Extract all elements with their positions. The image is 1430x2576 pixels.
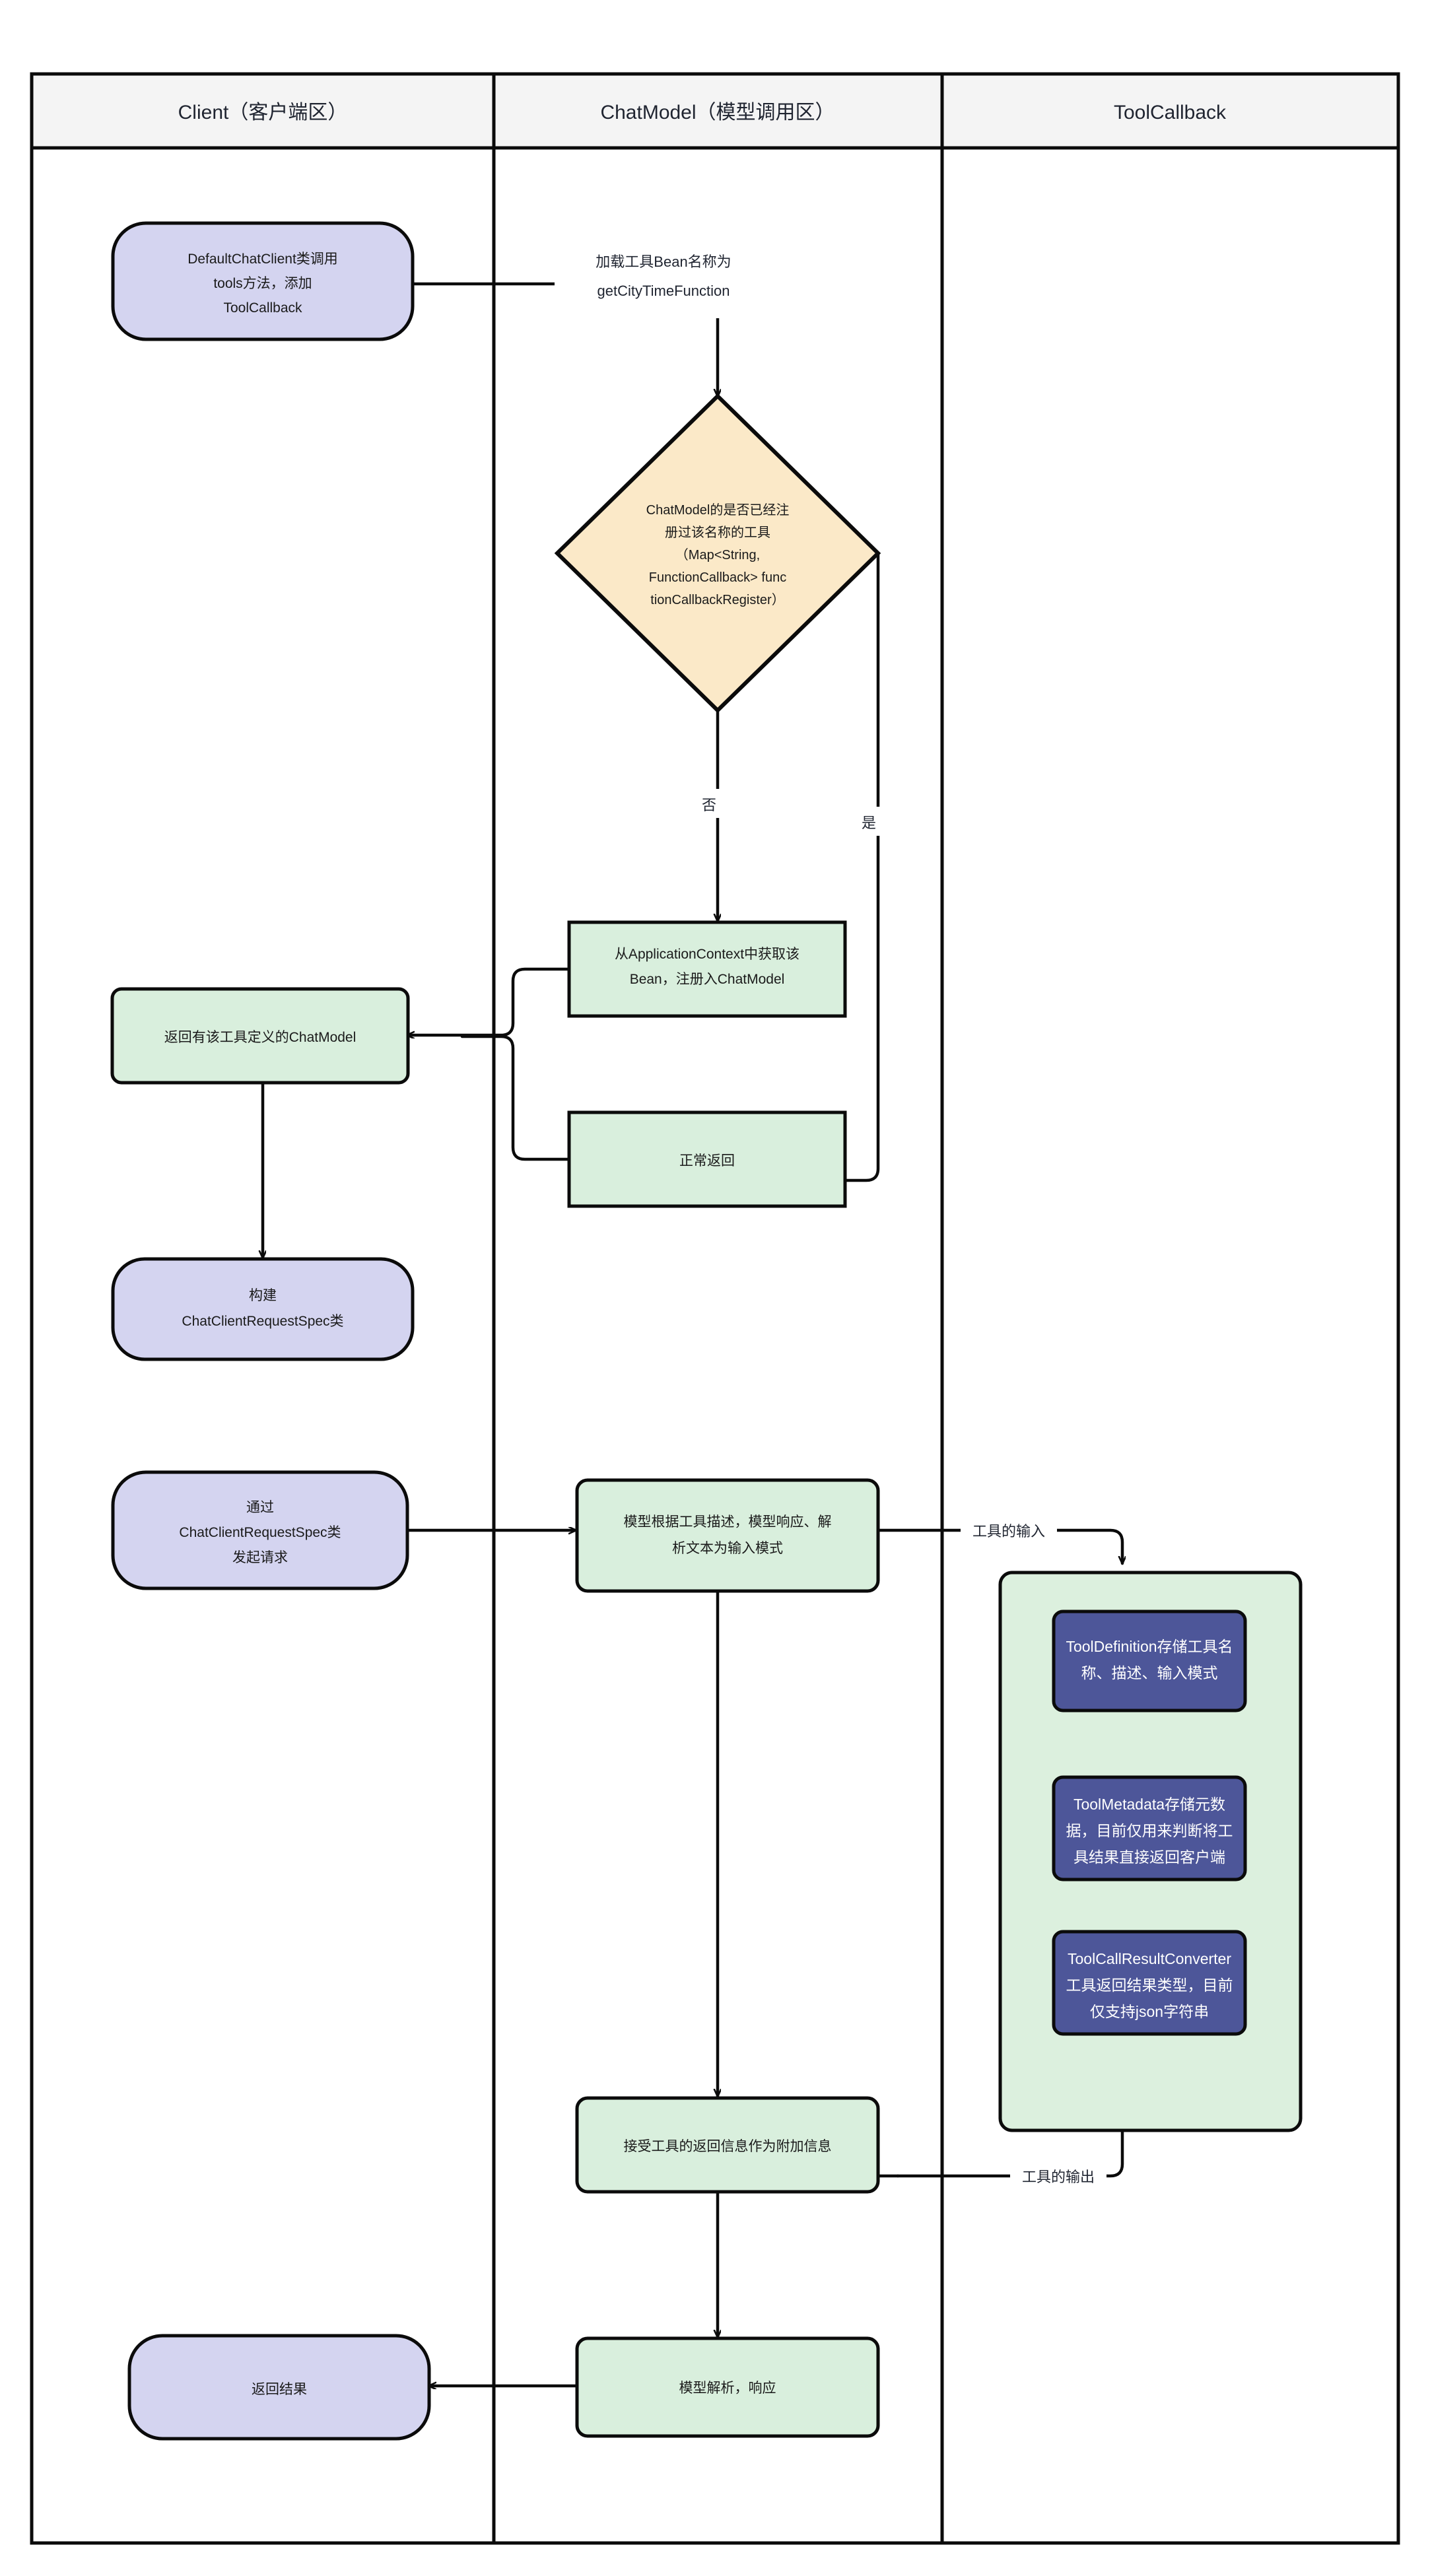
node-tool-metadata[interactable]: ToolMetadata存储元数 据，目前仅用来判断将工 具结果直接返回客户端	[1052, 1775, 1247, 1881]
lane-header-client: Client（客户端区）	[178, 102, 348, 123]
node-n6-line-1: 构建	[249, 1288, 277, 1303]
node-n7-line-2: ChatClientRequestSpec类	[179, 1525, 341, 1540]
node-n1-line-3: ToolCallback	[223, 300, 302, 316]
node-model-parse-respond[interactable]: 模型解析，响应	[575, 2336, 880, 2438]
node-n13-line-1: 接受工具的返回信息作为附加信息	[624, 2139, 832, 2154]
edge-label-tool-output: 工具的输出	[1010, 2159, 1107, 2192]
node-n8-line-2: 析文本为输入模式	[672, 1541, 783, 1556]
edge-label-line-1: 加载工具Bean名称为	[596, 254, 731, 270]
node-default-chat-client[interactable]: DefaultChatClient类调用 tools方法，添加 ToolCall…	[111, 221, 415, 341]
node-n11-line-1: ToolMetadata存储元数	[1073, 1796, 1225, 1813]
node-n12-line-2: 工具返回结果类型，目前	[1066, 1977, 1233, 1994]
edge-label-load-tool-bean: 加载工具Bean名称为 getCityTimeFunction	[555, 246, 772, 318]
node-n4-line-1: 正常返回	[679, 1153, 735, 1169]
edge-n8-to-container	[876, 1528, 1122, 1563]
edge-label-line-2: getCityTimeFunction	[597, 283, 730, 299]
edge-label-yes-text: 是	[862, 815, 876, 831]
lane-header-chatmodel: ChatModel（模型调用区）	[600, 102, 834, 123]
node-n10-line-2: 称、描述、输入模式	[1081, 1664, 1218, 1681]
node-n3-line-1: 从ApplicationContext中获取该	[615, 947, 800, 962]
lane-header-toolcallback: ToolCallback	[1114, 102, 1227, 123]
lane-label-client: Client（客户端区）	[178, 102, 348, 123]
edge-label-yes: 是	[854, 807, 883, 836]
node-n2-line-2: 册过该名称的工具	[665, 525, 770, 540]
lane-label-chatmodel: ChatModel（模型调用区）	[600, 102, 834, 123]
node-return-result[interactable]: 返回结果	[127, 2334, 431, 2441]
node-build-request-spec[interactable]: 构建 ChatClientRequestSpec类	[111, 1257, 415, 1361]
node-receive-tool-result[interactable]: 接受工具的返回信息作为附加信息	[575, 2096, 880, 2194]
edges	[263, 282, 1124, 2386]
node-n6-line-2: ChatClientRequestSpec类	[182, 1314, 343, 1329]
node-n1-line-1: DefaultChatClient类调用	[187, 252, 338, 267]
node-n8-line-1: 模型根据工具描述，模型响应、解	[624, 1514, 832, 1530]
node-model-parse-input-schema[interactable]: 模型根据工具描述，模型响应、解 析文本为输入模式	[575, 1478, 880, 1593]
node-send-request[interactable]: 通过 ChatClientRequestSpec类 发起请求	[111, 1470, 409, 1590]
node-n15-line-1: 返回结果	[252, 2382, 307, 2397]
node-n12-line-1: ToolCallResultConverter	[1068, 1950, 1231, 1967]
node-n2-line-5: tionCallbackRegister）	[650, 592, 784, 607]
edge-n4-to-n5	[460, 1034, 571, 1161]
lane-label-toolcallback: ToolCallback	[1114, 102, 1227, 123]
node-tool-call-result-converter[interactable]: ToolCallResultConverter 工具返回结果类型，目前 仅支持j…	[1052, 1930, 1247, 2036]
node-tool-definition[interactable]: ToolDefinition存储工具名 称、描述、输入模式	[1052, 1610, 1247, 1712]
node-n2-line-3: （Map<String,	[675, 547, 760, 562]
edge-label-no: 否	[695, 789, 724, 818]
edge-container-to-n13	[896, 2129, 1124, 2178]
edge-label-tool-input: 工具的输入	[961, 1513, 1057, 1546]
node-n7-line-1: 通过	[246, 1500, 274, 1515]
node-n2-line-1: ChatModel的是否已经注	[646, 502, 790, 518]
edge-n2-yes-to-n4	[823, 551, 880, 1180]
node-n5-line-1: 返回有该工具定义的ChatModel	[164, 1030, 357, 1045]
node-n7-line-3: 发起请求	[232, 1550, 288, 1565]
node-return-chatmodel-with-tool[interactable]: 返回有该工具定义的ChatModel	[110, 987, 410, 1085]
node-n11-line-2: 据，目前仅用来判断将工	[1066, 1822, 1233, 1839]
node-n12-line-3: 仅支持json字符串	[1090, 2003, 1209, 2020]
edge-label-tool-input-text: 工具的输入	[972, 1523, 1045, 1540]
node-n14-line-1: 模型解析，响应	[679, 2381, 776, 2396]
node-n2-line-4: FunctionCallback> func	[649, 570, 786, 585]
edge-label-no-text: 否	[702, 797, 716, 813]
edge-label-tool-output-text: 工具的输出	[1022, 2169, 1095, 2185]
node-get-bean-from-context[interactable]: 从ApplicationContext中获取该 Bean，注册入ChatMode…	[567, 920, 847, 1018]
edge-n3-to-n5	[407, 967, 571, 1035]
node-decision-tool-registered[interactable]: ChatModel的是否已经注 册过该名称的工具 （Map<String, Fu…	[554, 393, 881, 714]
node-n11-line-3: 具结果直接返回客户端	[1073, 1848, 1225, 1866]
node-normal-return[interactable]: 正常返回	[567, 1110, 847, 1208]
node-n1-line-2: tools方法，添加	[213, 276, 312, 291]
node-n3-line-2: Bean，注册入ChatModel	[630, 972, 785, 987]
node-n10-line-1: ToolDefinition存储工具名	[1066, 1638, 1233, 1655]
